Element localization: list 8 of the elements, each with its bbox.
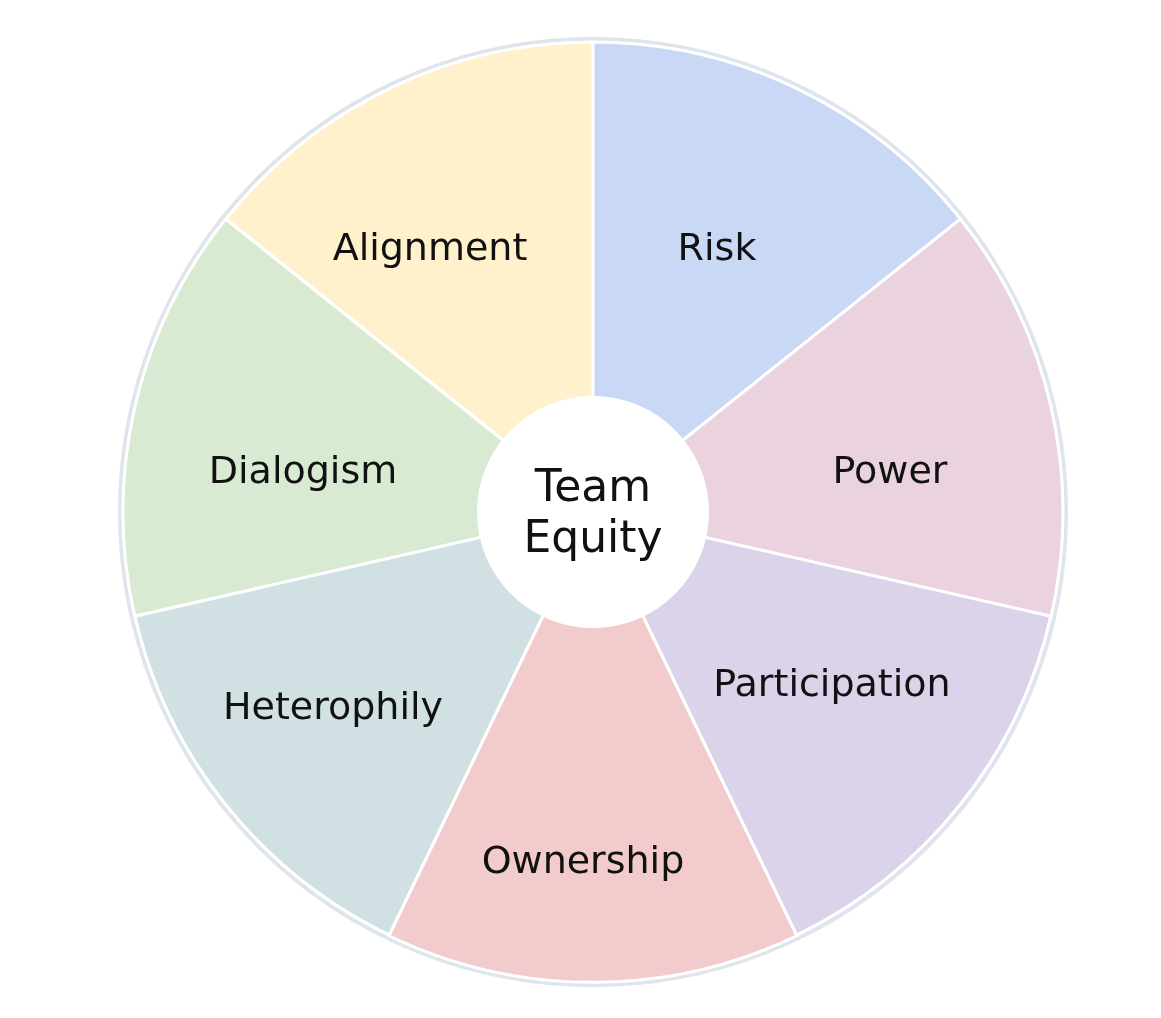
segment-label: Heterophily [222, 684, 443, 728]
segment-label: Alignment [332, 225, 528, 269]
segment-label: Participation [713, 661, 951, 705]
hub-label: Team Equity [522, 461, 664, 563]
segment-label: Risk [677, 225, 757, 269]
segment-label: Ownership [481, 838, 685, 882]
segment-label: Power [832, 448, 948, 492]
segment-label: Dialogism [208, 448, 398, 492]
